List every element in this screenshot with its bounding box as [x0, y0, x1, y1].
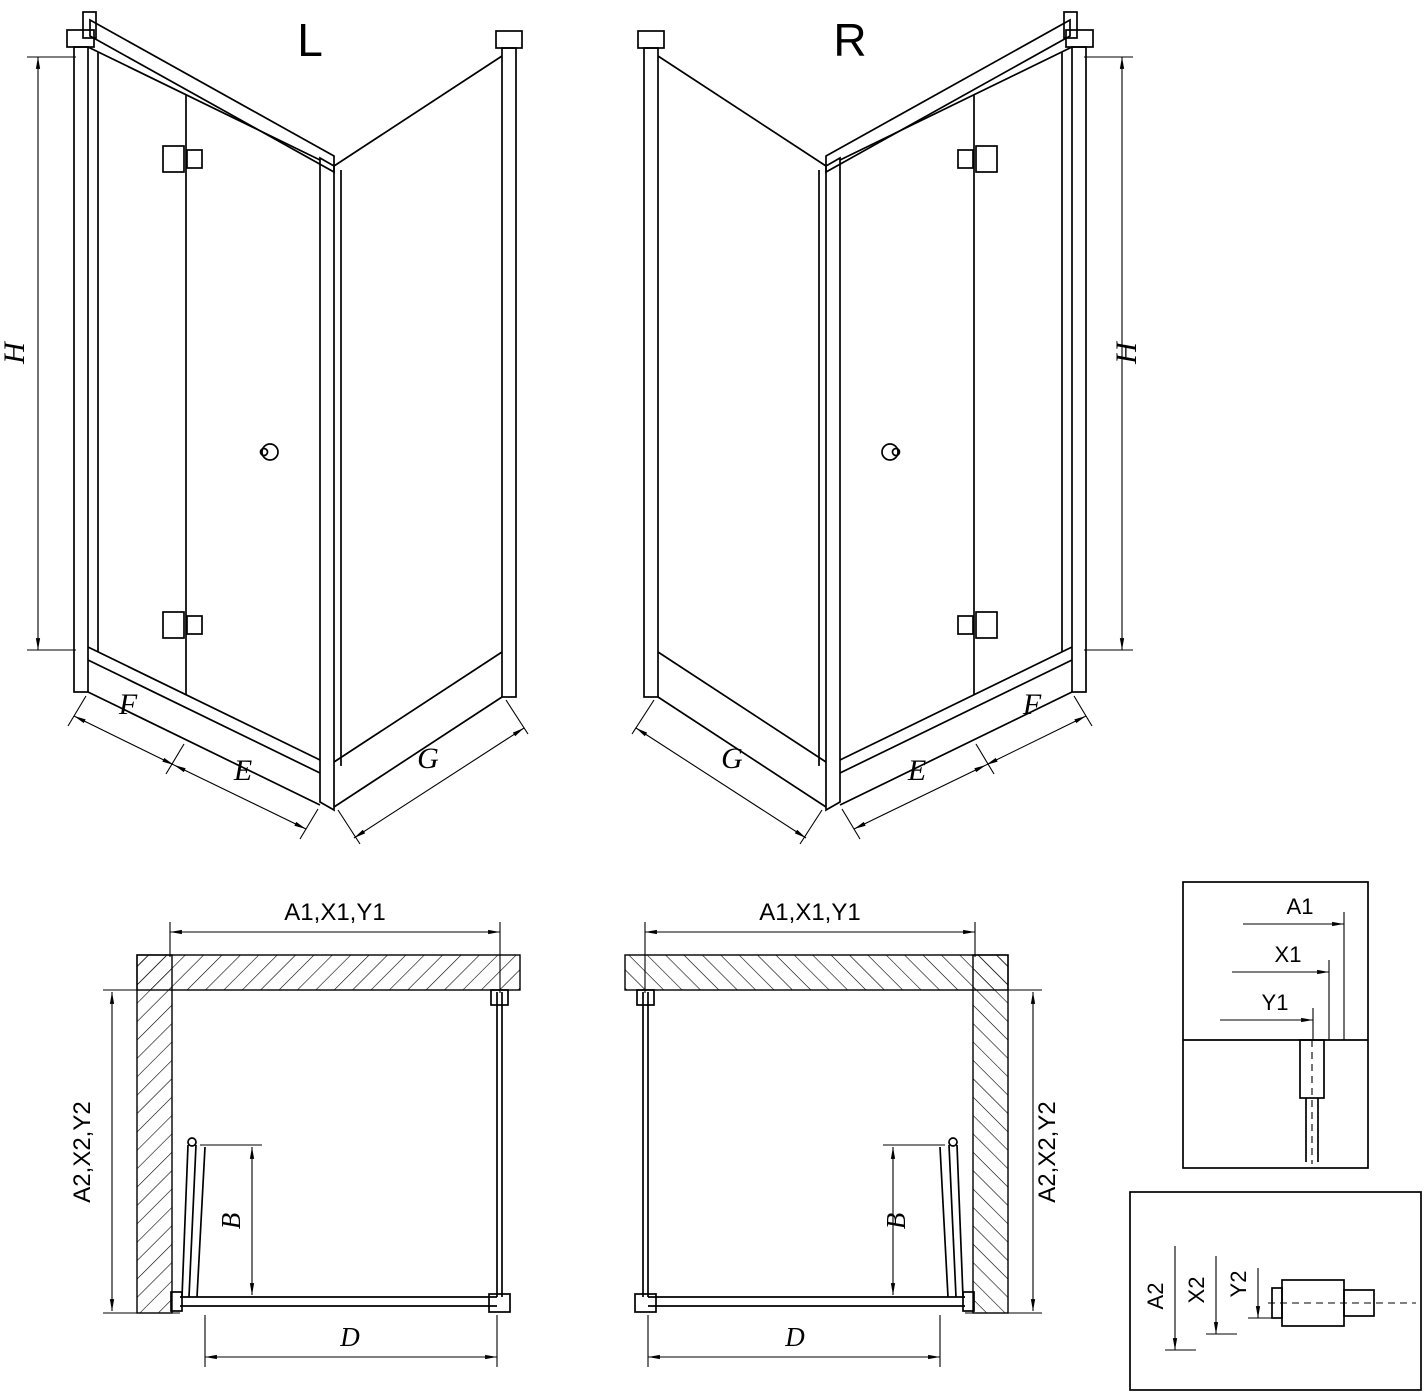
iso-right-linework	[632, 12, 1133, 844]
plan-left-top-dim-label: A1,X1,Y1	[284, 899, 385, 926]
plan-right-d-dim-label: D	[784, 1322, 805, 1352]
iso-left-height-dim-label: H	[0, 340, 31, 365]
iso-left-e-dim-label: E	[233, 754, 252, 787]
plan-left-view: A1,X1,Y1 A2,X2,Y2 B D	[69, 899, 386, 1352]
iso-right-height-dim-label: H	[1110, 340, 1143, 365]
wall-hatch-top	[136, 954, 521, 991]
plan-right-side-dim-label: A2,X2,Y2	[1034, 1101, 1061, 1202]
plan-left-d-dim-label: D	[339, 1322, 360, 1352]
iso-right-g-dim-label: G	[721, 742, 743, 775]
hinge-bottom	[162, 611, 203, 639]
iso-right-label: R	[833, 14, 866, 66]
bottom-rail-profile	[1268, 1279, 1416, 1327]
iso-left-label: L	[297, 14, 323, 66]
plan-left-b-dim-label: B	[216, 1213, 246, 1230]
iso-right-f-dim-label: F	[1022, 688, 1042, 721]
wall-hatch-side	[136, 954, 173, 1314]
plan-right-view: A1,X1,Y1 A2,X2,Y2 B D	[759, 899, 1061, 1352]
hinge-top	[162, 145, 203, 173]
plan-right-top-dim-label: A1,X1,Y1	[759, 899, 860, 926]
detail-a1-label: A1	[1287, 894, 1314, 919]
plan-right-linework	[625, 922, 1042, 1367]
detail-a2-label: A2	[1143, 1283, 1168, 1310]
plan-left-side-dim-label: A2,X2,Y2	[69, 1101, 96, 1202]
detail-x1-label: X1	[1275, 942, 1302, 967]
iso-left-g-dim-label: G	[417, 742, 439, 775]
iso-left-view: L H F E G	[0, 14, 439, 787]
door-knob	[259, 443, 279, 461]
detail-y1-label: Y1	[1262, 990, 1289, 1015]
folded-door	[181, 1137, 206, 1298]
iso-right-e-dim-label: E	[907, 754, 926, 787]
detail-y2-label: Y2	[1226, 1271, 1251, 1298]
plan-right-b-dim-label: B	[881, 1213, 911, 1230]
side-glass-panel	[488, 989, 511, 1313]
iso-left-linework	[27, 11, 529, 845]
detail-x2-label: X2	[1184, 1277, 1209, 1304]
detail-bottom-view: A2 X2 Y2	[1129, 1191, 1422, 1391]
plan-left-linework	[103, 922, 521, 1367]
wall-profile-section	[1299, 1039, 1325, 1164]
iso-right-view: R H F E G	[721, 14, 1143, 787]
iso-left-f-dim-label: F	[118, 688, 138, 721]
detail-top-view: A1 X1 Y1	[1182, 881, 1369, 1169]
